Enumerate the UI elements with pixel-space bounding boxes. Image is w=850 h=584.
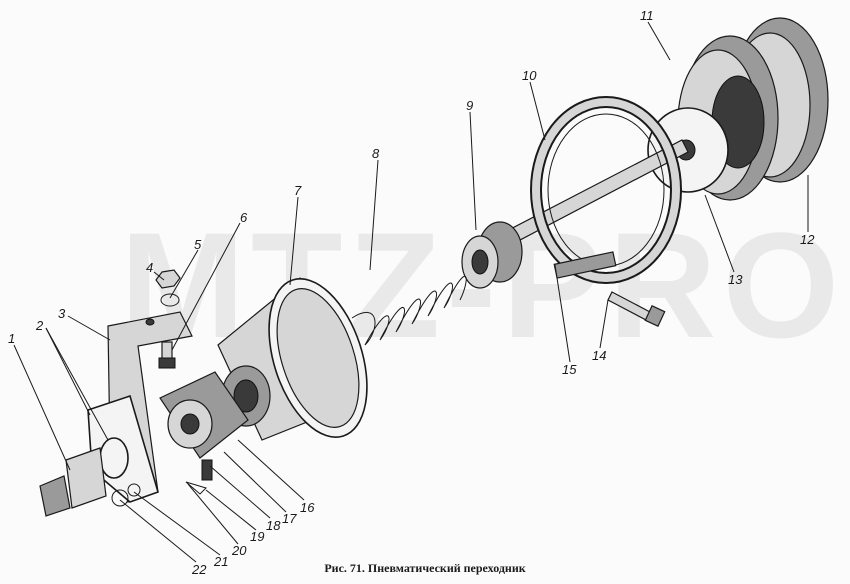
label-part-7: 7 bbox=[294, 183, 302, 198]
part-pulley-hub bbox=[647, 17, 829, 201]
part-conical-housing bbox=[217, 277, 368, 441]
label-part-17: 17 bbox=[282, 511, 297, 526]
part-spring bbox=[351, 275, 467, 346]
label-part-13: 13 bbox=[728, 272, 743, 287]
leader-lines bbox=[13, 21, 809, 563]
label-part-1: 1 bbox=[8, 331, 15, 346]
part-bushing bbox=[461, 221, 523, 289]
label-part-4: 4 bbox=[146, 260, 153, 275]
figure-caption: Рис. 71. Пневматический переходник bbox=[324, 561, 526, 575]
label-part-19: 19 bbox=[250, 529, 264, 544]
label-part-6: 6 bbox=[240, 210, 248, 225]
part-valve-body bbox=[159, 371, 249, 495]
label-part-15: 15 bbox=[562, 362, 577, 377]
label-part-2: 2 bbox=[35, 318, 44, 333]
label-part-16: 16 bbox=[300, 500, 315, 515]
part-nut-washer bbox=[155, 269, 181, 307]
label-part-21: 21 bbox=[213, 554, 228, 569]
label-part-5: 5 bbox=[194, 237, 202, 252]
label-part-20: 20 bbox=[231, 543, 247, 558]
part-bolt bbox=[607, 291, 666, 328]
label-part-22: 22 bbox=[191, 562, 207, 577]
label-part-10: 10 bbox=[522, 68, 537, 83]
label-part-18: 18 bbox=[266, 518, 281, 533]
label-part-14: 14 bbox=[592, 348, 606, 363]
label-part-9: 9 bbox=[466, 98, 473, 113]
part-small-bolt bbox=[158, 341, 176, 369]
label-part-3: 3 bbox=[58, 306, 66, 321]
part-labels: 1 2 3 4 5 6 7 8 9 10 11 12 13 14 15 16 1… bbox=[8, 8, 815, 577]
part-washers bbox=[111, 483, 141, 507]
label-part-8: 8 bbox=[372, 146, 380, 161]
label-part-11: 11 bbox=[640, 8, 654, 23]
label-part-12: 12 bbox=[800, 232, 815, 247]
part-inlet-fitting bbox=[39, 437, 129, 517]
part-clamp-ring bbox=[530, 96, 682, 284]
